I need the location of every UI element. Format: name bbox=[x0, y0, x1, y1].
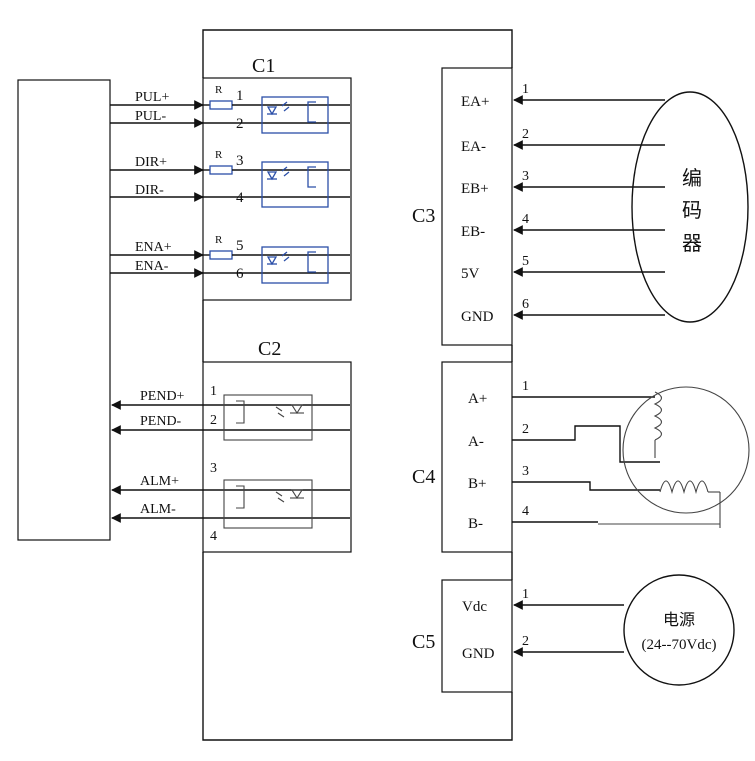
light-arrows bbox=[281, 101, 290, 112]
c2-pin-number: 4 bbox=[210, 529, 217, 544]
optocoupler bbox=[223, 479, 313, 529]
c1-label-neg: DIR- bbox=[135, 183, 164, 198]
c2-title: C2 bbox=[258, 338, 281, 360]
optocoupler bbox=[261, 96, 329, 134]
optocoupler bbox=[261, 246, 329, 284]
c4-pin-label: B+ bbox=[468, 476, 486, 492]
c5-pin-label: GND bbox=[462, 646, 495, 662]
c4-pin-number: 2 bbox=[522, 422, 529, 437]
c3-pin-label: GND bbox=[461, 309, 494, 325]
c3-pin-label: EB- bbox=[461, 224, 485, 240]
c3-pin-number: 4 bbox=[522, 212, 529, 227]
c1-connector: C1 bbox=[202, 55, 352, 301]
c4-pin-number: 1 bbox=[522, 379, 529, 394]
resistor-label: R bbox=[215, 84, 223, 96]
c3-pin-number: 3 bbox=[522, 169, 529, 184]
optocoupler bbox=[261, 161, 329, 208]
phototransistor bbox=[307, 166, 316, 188]
c4-title: C4 bbox=[412, 466, 435, 488]
power-voltage: (24--70Vdc) bbox=[642, 637, 717, 653]
c3-pin-label: 5V bbox=[461, 266, 480, 282]
led-symbol bbox=[291, 489, 303, 500]
c1-label-pos: PUL+ bbox=[135, 90, 169, 105]
phototransistor bbox=[236, 400, 245, 424]
phototransistor bbox=[236, 485, 245, 509]
resistor-label: R bbox=[215, 234, 223, 246]
c5-title: C5 bbox=[412, 631, 435, 653]
c1-label-neg: PUL- bbox=[135, 109, 166, 124]
power-label: 电源 bbox=[663, 611, 695, 629]
c2-label-neg: PEND- bbox=[140, 414, 182, 429]
c4-pin-label: A+ bbox=[468, 391, 487, 407]
stepper-motor bbox=[622, 386, 750, 528]
c2-label-pos: PEND+ bbox=[140, 389, 185, 404]
c1-pin-number: 2 bbox=[236, 116, 244, 132]
optocoupler bbox=[223, 394, 313, 441]
c4-motor-pins: A+ 1A- 2B+ 3B- 4 bbox=[468, 379, 720, 532]
c3-title: C3 bbox=[412, 205, 435, 227]
c3-pin-label: EB+ bbox=[461, 181, 489, 197]
c1-label-pos: ENA+ bbox=[135, 240, 172, 255]
c4-wire bbox=[512, 481, 660, 491]
c4-pin-number: 3 bbox=[522, 464, 529, 479]
c2-label-neg: ALM- bbox=[140, 502, 176, 517]
c1-title: C1 bbox=[252, 55, 275, 77]
driver-body bbox=[202, 29, 513, 741]
c3-pin-number: 6 bbox=[522, 297, 529, 312]
c3-pin-label: EA+ bbox=[461, 94, 489, 110]
c3-pin-number: 5 bbox=[522, 254, 529, 269]
c4-wire bbox=[512, 425, 660, 463]
phototransistor bbox=[307, 251, 316, 273]
led-symbol bbox=[266, 256, 278, 266]
c1-pin-number: 1 bbox=[236, 88, 244, 104]
c1-pin-number: 4 bbox=[236, 190, 244, 206]
c5-connector: C5 bbox=[412, 579, 513, 693]
light-arrows bbox=[275, 406, 285, 418]
c1-pin-number: 3 bbox=[236, 153, 244, 169]
c4-pin-label: A- bbox=[468, 434, 484, 450]
encoder-char-1: 编 bbox=[682, 167, 702, 190]
c2-pin-number: 3 bbox=[210, 461, 217, 476]
c4-pin-label: B- bbox=[468, 516, 483, 532]
c3-connector: C3 bbox=[412, 67, 513, 346]
c1-pin-number: 6 bbox=[236, 266, 244, 282]
controller-box bbox=[17, 79, 111, 541]
resistor-label: R bbox=[215, 149, 223, 161]
c4-connector: C4 bbox=[412, 361, 513, 553]
c2-label-pos: ALM+ bbox=[140, 474, 179, 489]
c3-pin-label: EA- bbox=[461, 139, 486, 155]
led-symbol bbox=[266, 171, 278, 181]
encoder: 编 码 器 bbox=[631, 91, 749, 323]
light-arrows bbox=[275, 491, 285, 503]
c5-pin-number: 2 bbox=[522, 634, 529, 649]
c5-pin-label: Vdc bbox=[462, 599, 487, 615]
c1-pin-number: 5 bbox=[236, 238, 244, 254]
c3-pin-number: 2 bbox=[522, 127, 529, 142]
phototransistor bbox=[307, 101, 316, 123]
led-symbol bbox=[266, 106, 278, 116]
light-arrows bbox=[281, 251, 290, 262]
c2-pin-number: 2 bbox=[210, 413, 217, 428]
c2-pin-number: 1 bbox=[210, 384, 217, 399]
power-supply: 电源 (24--70Vdc) bbox=[623, 574, 735, 686]
c1-label-neg: ENA- bbox=[135, 259, 169, 274]
encoder-char-2: 码 bbox=[682, 200, 702, 222]
c5-pin-number: 1 bbox=[522, 587, 529, 602]
c1-label-pos: DIR+ bbox=[135, 155, 167, 170]
led-symbol bbox=[291, 404, 303, 415]
light-arrows bbox=[281, 166, 290, 177]
c3-pin-number: 1 bbox=[522, 82, 529, 97]
c4-pin-number: 4 bbox=[522, 504, 529, 519]
c2-connector: C2 bbox=[202, 338, 352, 553]
encoder-char-3: 器 bbox=[682, 233, 702, 255]
